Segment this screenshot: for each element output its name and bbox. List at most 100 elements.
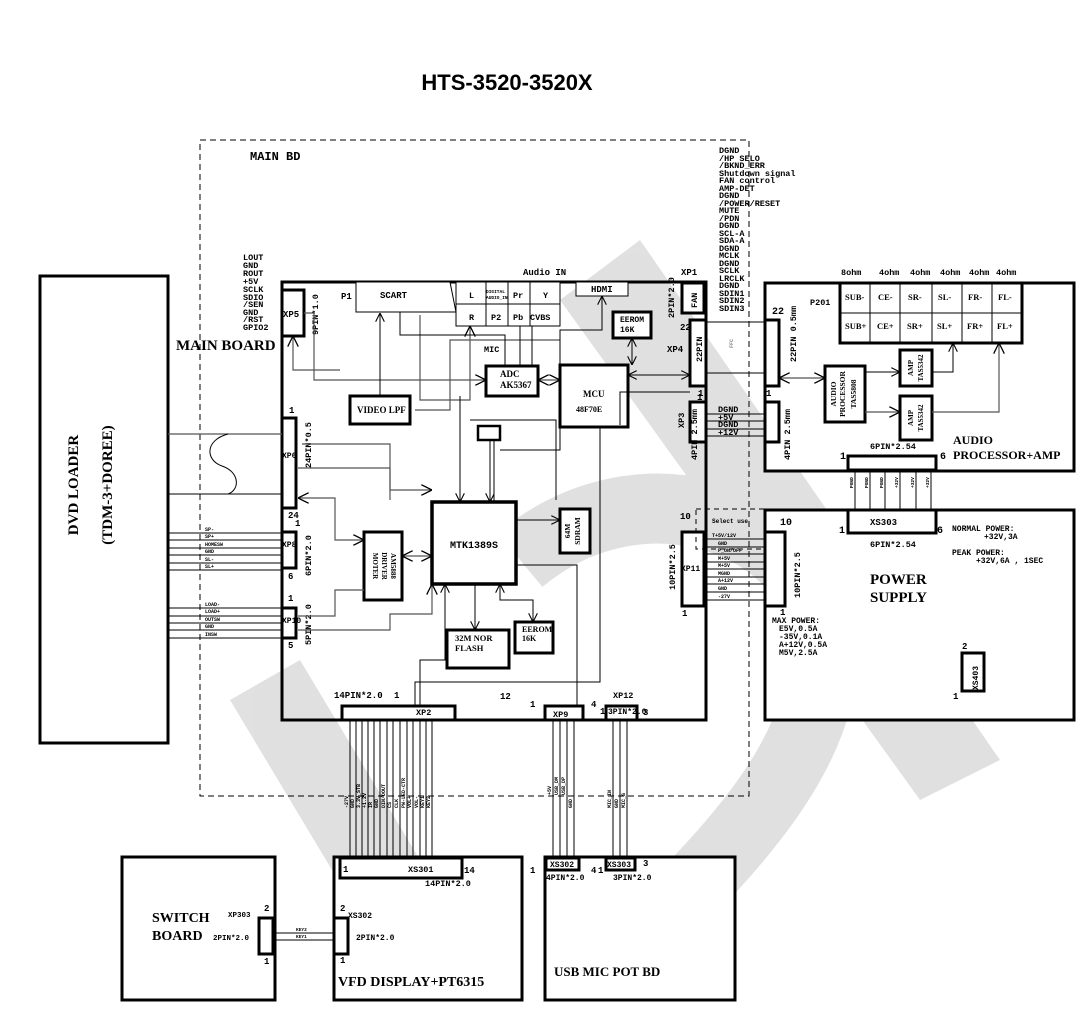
dvd-loader-box xyxy=(38,274,170,745)
svg-text:-27V: -27V xyxy=(718,594,730,600)
audio-processor-model: TAS5808 xyxy=(849,379,858,408)
amp2-chip xyxy=(898,394,934,442)
motor-driver-chip xyxy=(362,530,404,602)
adc-label: ADC xyxy=(500,369,520,379)
svg-text:+5V: +5V xyxy=(718,413,734,423)
xs302-vfd-label: XS302 xyxy=(348,912,372,921)
svg-text:8ohm: 8ohm xyxy=(841,268,861,278)
xs403-num-top: 2 xyxy=(962,642,967,652)
svg-text:M+5V: M+5V xyxy=(718,556,730,562)
svg-text:ROUT: ROUT xyxy=(243,269,263,279)
xp4-label: XP4 xyxy=(667,345,684,355)
usb-num1b: 1 xyxy=(598,866,604,876)
xp3-connector xyxy=(688,400,708,444)
usb-num1: 1 xyxy=(530,866,536,876)
xs302-vfd-connector xyxy=(332,916,350,956)
xp2-pin-label: 14PIN*2.0 xyxy=(334,691,383,701)
svg-text:M5V,2.5A: M5V,2.5A xyxy=(779,649,818,658)
svg-text:GND: GND xyxy=(568,799,574,808)
xp5-label: XP5 xyxy=(283,310,299,320)
xp303-pin-label: 2PIN*2.0 xyxy=(213,935,250,943)
svg-text:4ohm: 4ohm xyxy=(879,268,899,278)
eerom-bottom-chip xyxy=(513,620,555,655)
speaker-terminals: SUB- CE- SR- SL- FR- FL- SUB+ CE+ SR+ SL… xyxy=(845,292,1013,331)
xp8-pin-label: 6PIN*2.0 xyxy=(304,535,314,576)
xp12-connector xyxy=(604,704,639,722)
xp6-connector xyxy=(280,416,298,510)
mcu-label: MCU xyxy=(583,389,605,399)
xp10-pin-label: 5PIN*2.0 xyxy=(304,604,314,645)
svg-text:SL-: SL- xyxy=(205,557,214,563)
svg-text:PW-LED-CTR: PW-LED-CTR xyxy=(401,778,407,808)
switch-board-title2: BOARD xyxy=(152,929,203,944)
xp2-cable xyxy=(349,720,433,858)
motor-driver-label2: DRIVER xyxy=(380,552,388,581)
svg-text:PGND: PGND xyxy=(849,477,855,488)
svg-text:T+5V/12V: T+5V/12V xyxy=(712,533,736,539)
svg-text:MUTE: MUTE xyxy=(719,206,739,216)
xp8-label: XP8 xyxy=(282,541,297,550)
mtk-soc xyxy=(430,500,518,586)
xs303-num-left: 1 xyxy=(839,526,845,537)
xp1-pin-label: 2PIN*2.0 xyxy=(667,277,677,318)
svg-text:PGND: PGND xyxy=(879,477,885,488)
svg-text:/SEN: /SEN xyxy=(243,300,263,310)
xp5-signal-list: LOUT GND ROUT +5V SCLK SDIO /SEN GND /RS… xyxy=(243,253,269,333)
xp9-signals: +5V USB_DM USB_DP GND xyxy=(547,777,574,808)
audio-link-signal-list: DGND /HP SELO /BKND_ERR Shutdown signal … xyxy=(719,146,796,314)
switch-board-title1: SWITCH xyxy=(152,911,210,926)
audio-processor-label2: PROCESSOR xyxy=(838,370,847,416)
svg-text:DGND: DGND xyxy=(719,191,739,201)
usb-mic-title: USB MIC POT BD xyxy=(554,964,660,979)
main-bd-label: MAIN BD xyxy=(250,150,300,164)
audio-bottom-num-right: 6 xyxy=(940,452,946,463)
svg-text:SL+: SL+ xyxy=(205,564,214,570)
svg-text:GND: GND xyxy=(205,549,214,555)
main-board-label: MAIN BOARD xyxy=(176,338,276,354)
svg-text:LOUT: LOUT xyxy=(243,253,263,263)
svg-text:M+5V: M+5V xyxy=(718,563,730,569)
svg-text:DIN/DOUT: DIN/DOUT xyxy=(381,784,387,808)
xp12-num-left: 1 xyxy=(600,707,606,717)
av-jack-grid xyxy=(455,281,561,327)
xp12-cable xyxy=(612,720,628,858)
xp11-label: XP11 xyxy=(681,565,700,574)
svg-text:KEY2: KEY2 xyxy=(426,796,432,808)
terminal-fr-neg: FR- xyxy=(968,292,982,302)
svg-text:A+12V,0.5A: A+12V,0.5A xyxy=(779,641,827,650)
svg-text:-27V: -27V xyxy=(344,796,350,808)
svg-text:PGND: PGND xyxy=(864,477,870,488)
select-use-label: Select use xyxy=(712,518,748,525)
svg-text:SDIN3: SDIN3 xyxy=(719,304,745,314)
audio-4pin-connector xyxy=(763,400,781,444)
switch-signal-key1: KEY1 xyxy=(296,934,307,940)
terminal-sr-neg: SR- xyxy=(908,292,922,302)
xp8-signals: SP- SP+ HOMESW GND SL- SL+ xyxy=(168,527,282,571)
sdram-label: SDRAM xyxy=(573,517,582,545)
nor-flash-label1: 32M NOR xyxy=(455,633,493,643)
jack-pr: Pr xyxy=(513,291,523,301)
terminal-sl-neg: SL- xyxy=(938,292,951,302)
svg-text:DGND: DGND xyxy=(718,420,738,430)
xp3-pin-label: 4PIN 2.5mm xyxy=(690,409,700,460)
svg-text:FAN control: FAN control xyxy=(719,176,775,186)
amp1-chip xyxy=(898,348,934,388)
svg-text:IR: IR xyxy=(368,802,374,808)
nor-flash-label2: FLASH xyxy=(455,643,484,653)
svg-text:GND: GND xyxy=(718,586,727,592)
svg-text:USB_DP: USB_DP xyxy=(561,777,567,795)
svg-text:SDIO: SDIO xyxy=(243,293,263,303)
xp3-signals: DGND +5V DGND +12V xyxy=(706,405,766,438)
p1-label: P1 xyxy=(341,292,352,302)
svg-text:E5V,0.5A: E5V,0.5A xyxy=(779,625,818,634)
terminal-ce-pos: CE+ xyxy=(877,321,894,331)
audio-conn4-pin-label: 4PIN 2.5mm xyxy=(783,409,793,460)
switch-signal-key2: KEY2 xyxy=(296,927,307,933)
svg-text:4ohm: 4ohm xyxy=(940,268,960,278)
xp9-label: XP9 xyxy=(553,710,568,720)
svg-text:CS: CS xyxy=(387,802,393,808)
xs302-usb-pin-label: 4PIN*2.0 xyxy=(546,874,585,883)
power-supply-box xyxy=(763,508,1076,722)
sdram-chip xyxy=(558,507,592,555)
xp12-signals: MIC_IN GND MIC_S xyxy=(607,790,627,808)
